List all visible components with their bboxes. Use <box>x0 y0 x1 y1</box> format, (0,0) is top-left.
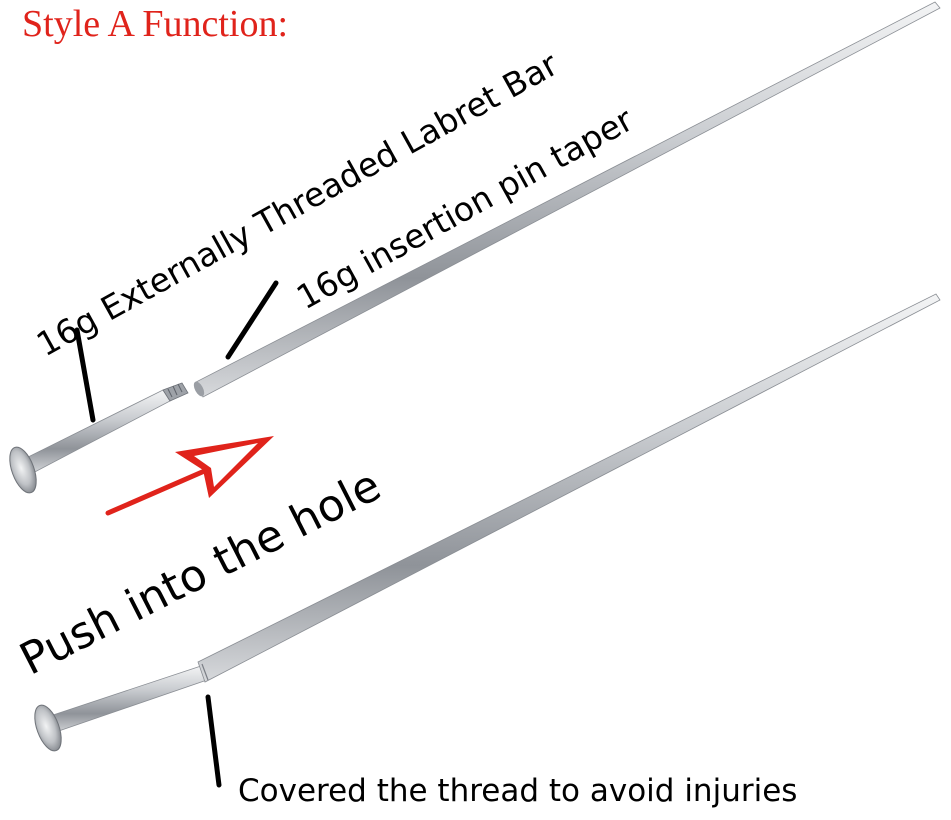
insertion-taper-upper <box>193 1 941 398</box>
pointer-line-cover <box>205 694 222 788</box>
red-arrow-icon <box>105 436 274 516</box>
page-title: Style A Function: <box>22 3 289 45</box>
covered-thread-label: Covered the thread to avoid injuries <box>238 773 798 809</box>
assembled-taper-lower <box>34 293 941 752</box>
pointer-line-bar <box>74 327 96 423</box>
disc-head-upper <box>9 446 37 494</box>
pointer-line-taper <box>225 280 279 360</box>
disc-head-lower <box>34 704 62 752</box>
labret-bar-upper <box>9 382 189 494</box>
thread-tip <box>162 382 189 402</box>
